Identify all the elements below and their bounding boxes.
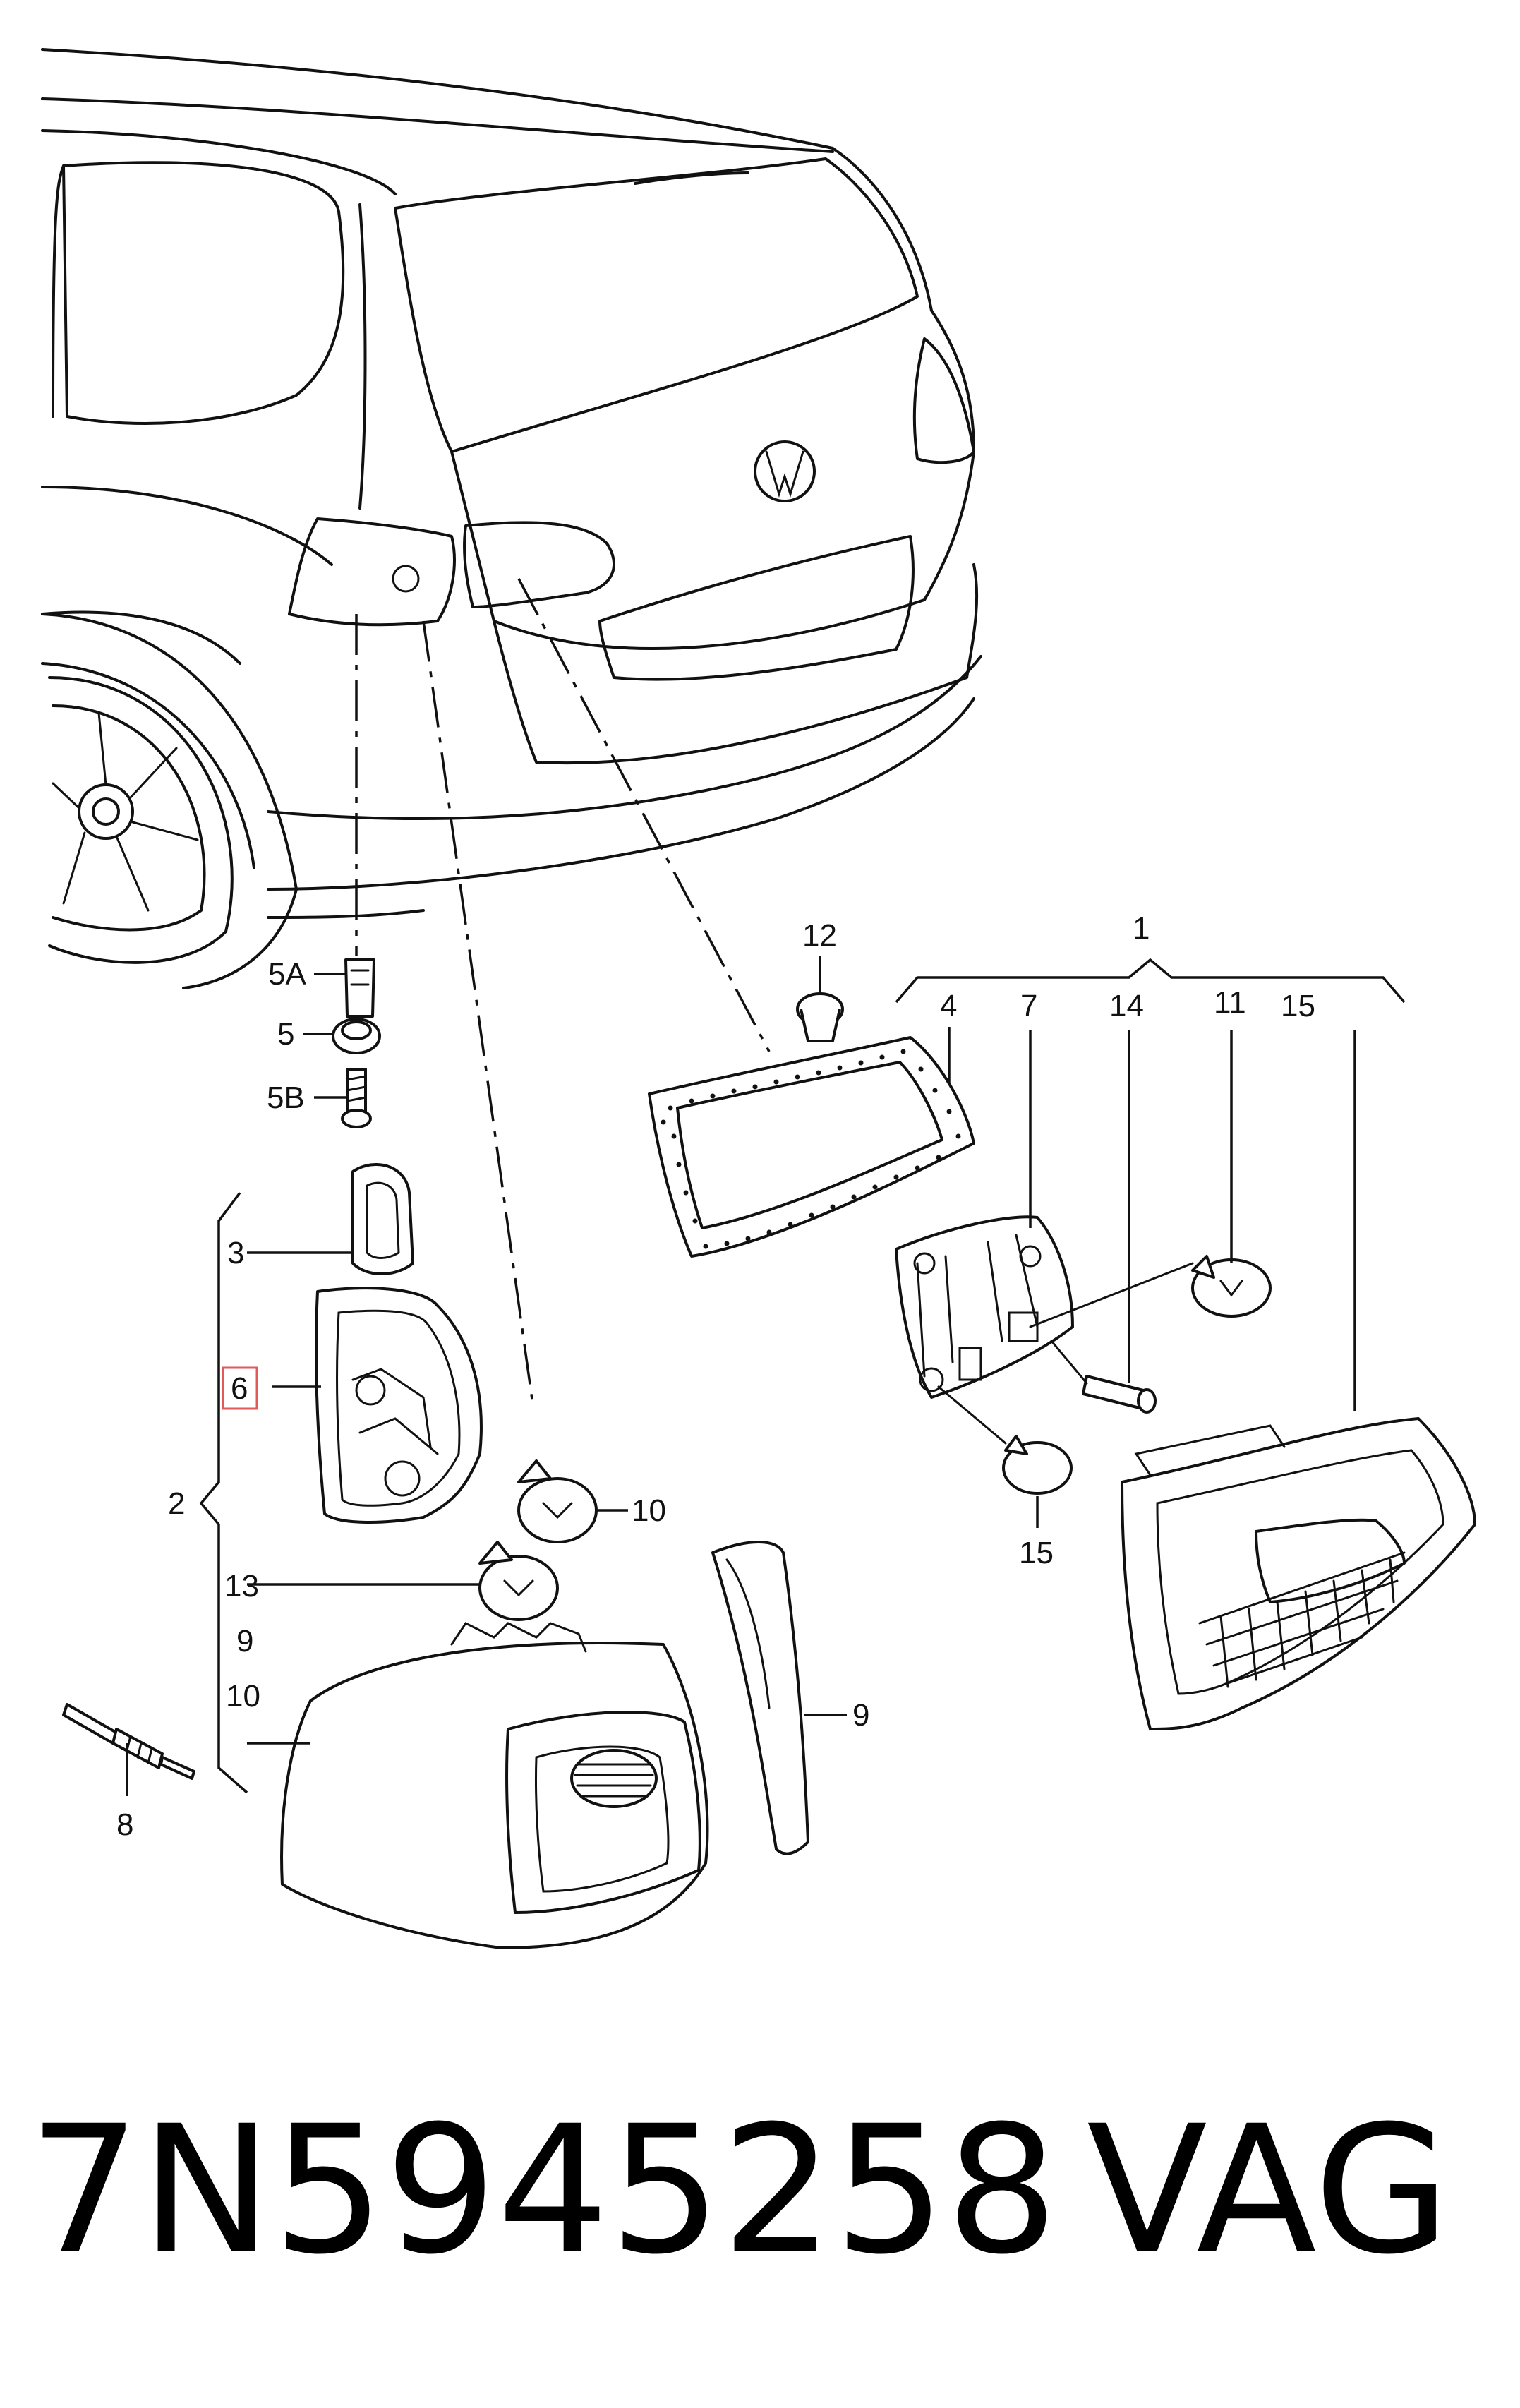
- bulb-carrier-7-icon: [895, 1215, 1074, 1399]
- callout-1: 1: [1133, 911, 1150, 946]
- highlight-box: [222, 1366, 258, 1410]
- screw-5b-icon: [341, 1068, 372, 1128]
- car-tail-light-tailgate: [463, 521, 615, 608]
- callout-5b: 5B: [267, 1080, 305, 1115]
- callout-14: 14: [1109, 989, 1144, 1023]
- bulb-15-icon: [1002, 1435, 1073, 1495]
- tail-light-inner-icon: [1121, 1417, 1476, 1730]
- bulb-14-icon: [1082, 1375, 1157, 1414]
- callout-5a: 5A: [268, 957, 306, 992]
- callout-8: 8: [116, 1807, 133, 1842]
- callout-10-left: 10: [226, 1679, 260, 1714]
- callout-13: 13: [224, 1569, 259, 1603]
- tail-light-outer-icon: [280, 1622, 709, 1949]
- wheel-icon: [48, 676, 234, 964]
- car-rear-outline: [41, 48, 982, 989]
- bulb-holder-6-icon: [315, 1287, 483, 1524]
- cap-12-icon: [796, 992, 844, 1042]
- bulb-13-icon: [478, 1541, 559, 1621]
- brand-label: VAG: [1087, 2088, 1450, 2293]
- bulb-10-icon: [517, 1459, 598, 1543]
- callout-4: 4: [940, 989, 957, 1023]
- callout-5: 5: [277, 1017, 294, 1052]
- nut-5-icon: [332, 1018, 381, 1054]
- callout-2: 2: [168, 1486, 185, 1521]
- callout-3: 3: [227, 1236, 244, 1270]
- callout-11: 11: [1214, 985, 1246, 1020]
- car-tail-light-left: [288, 517, 456, 627]
- callout-15-bottom: 15: [1019, 1536, 1054, 1570]
- bulb-11-icon: [1191, 1255, 1272, 1318]
- vw-logo: [754, 440, 816, 502]
- callout-10-right: 10: [632, 1493, 666, 1528]
- wire-connector-8-icon: [62, 1703, 195, 1780]
- callout-7: 7: [1020, 989, 1037, 1023]
- part-number: 7N5945258: [28, 2088, 1058, 2293]
- callout-9-left: 9: [236, 1624, 253, 1658]
- callout-12: 12: [802, 918, 837, 953]
- leader-lines: [126, 956, 1406, 1796]
- clip-5a-icon: [344, 958, 375, 1018]
- trim-9-icon: [711, 1541, 809, 1855]
- callout-15-top: 15: [1281, 989, 1315, 1023]
- callout-6: 6: [231, 1371, 248, 1406]
- callout-9-right: 9: [852, 1698, 869, 1733]
- gasket-4-icon: [648, 1036, 975, 1258]
